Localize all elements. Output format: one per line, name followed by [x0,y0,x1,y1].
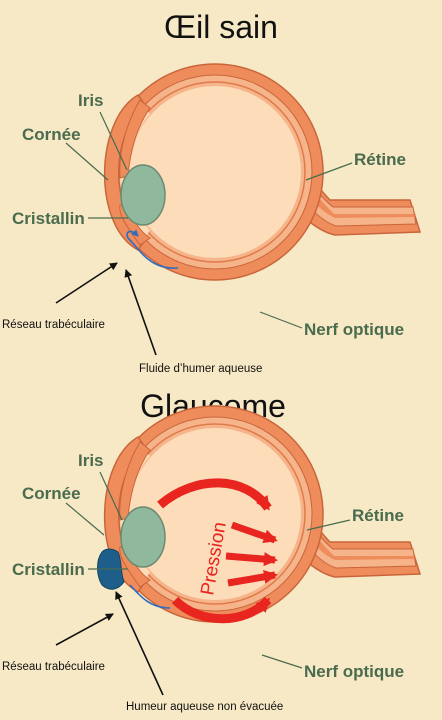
glaucoma-fluid-flow [129,584,171,609]
glaucoma-lens-label: Cristallin [12,560,85,579]
healthy-cornea-leader [65,142,109,181]
healthy-eye-illustration [103,63,421,281]
healthy-optic-nerve-leader [259,311,303,329]
glaucoma-cornea-label: Cornée [22,484,81,503]
healthy-cornea-label: Cornée [22,125,81,144]
healthy-trabecular-arrow [55,262,118,304]
pressure-curve-bottom [171,596,272,624]
healthy-fluid-flow-arrow [126,229,179,269]
glaucoma-cornea-leader [65,502,105,536]
glaucoma-trabecular-arrow [55,613,114,646]
healthy-lens-label: Cristallin [12,209,85,228]
healthy-fluid-arrow [124,269,157,356]
pressure-arrow-1 [230,521,278,544]
glaucoma-retina-label: Rétine [352,506,404,525]
healthy-iris-label: Iris [78,91,104,110]
healthy-iris-leader [99,111,128,171]
glaucoma-iris-leader [99,471,123,521]
glaucoma-trabecular-label: Réseau trabéculaire [2,661,105,673]
pressure-curve-top [157,478,272,511]
glaucoma-fluid-label: Humeur aqueuse non évacuée [126,701,283,713]
healthy-fluid-label: Fluide d’humer aqueuse [139,363,262,375]
healthy-retina-leader [305,162,353,181]
glaucoma-optic-nerve-label: Nerf optique [304,662,404,681]
glaucoma-retina-leader [306,519,351,531]
glaucoma-optic-nerve-leader [261,654,303,669]
glaucoma-iris-label: Iris [78,451,104,470]
glaucoma-fluid-arrow [115,591,164,696]
healthy-retina-label: Rétine [354,150,406,169]
healthy-title: Œil sain [164,9,278,45]
pressure-arrow-2 [225,552,278,567]
healthy-optic-nerve-label: Nerf optique [304,320,404,339]
pressure-arrows [157,478,278,624]
pressure-arrow-3 [227,569,278,587]
healthy-trabecular-label: Réseau trabéculaire [2,319,105,331]
